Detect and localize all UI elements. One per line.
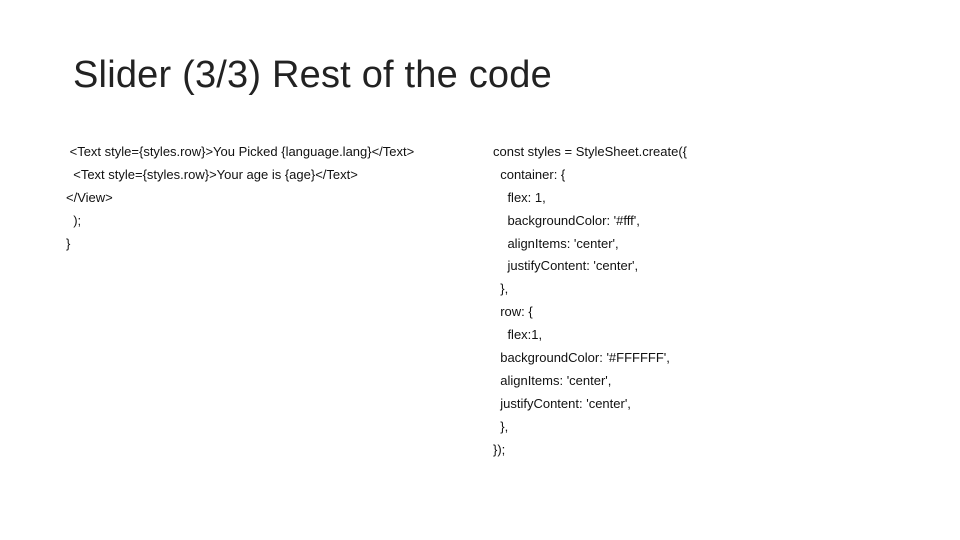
code-line: }, <box>493 281 509 297</box>
slide-title: Slider (3/3) Rest of the code <box>73 54 552 96</box>
code-line: justifyContent: 'center', <box>493 258 639 274</box>
code-line: ); <box>66 212 82 228</box>
code-line: container: { <box>493 166 566 182</box>
left-code-block: <Text style={styles.row}>You Picked {lan… <box>66 141 476 255</box>
code-line: row: { <box>493 304 533 320</box>
code-line: backgroundColor: '#FFFFFF', <box>493 350 670 366</box>
code-line: justifyContent: 'center', <box>493 395 631 411</box>
code-line: backgroundColor: '#fff', <box>493 212 640 228</box>
code-line: }, <box>493 418 509 434</box>
code-line: <Text style={styles.row}>You Picked {lan… <box>66 144 415 159</box>
code-line: } <box>66 235 71 251</box>
code-line: const styles = StyleSheet.create({ <box>493 144 688 159</box>
code-line: alignItems: 'center', <box>493 372 612 388</box>
right-code-block: const styles = StyleSheet.create({ conta… <box>493 141 913 461</box>
code-line: flex:1, <box>493 327 543 343</box>
code-line: alignItems: 'center', <box>493 235 619 251</box>
code-line: </View> <box>66 189 113 205</box>
code-line: <Text style={styles.row}>Your age is {ag… <box>66 166 358 182</box>
code-line: }); <box>493 441 506 457</box>
code-line: flex: 1, <box>493 189 546 205</box>
